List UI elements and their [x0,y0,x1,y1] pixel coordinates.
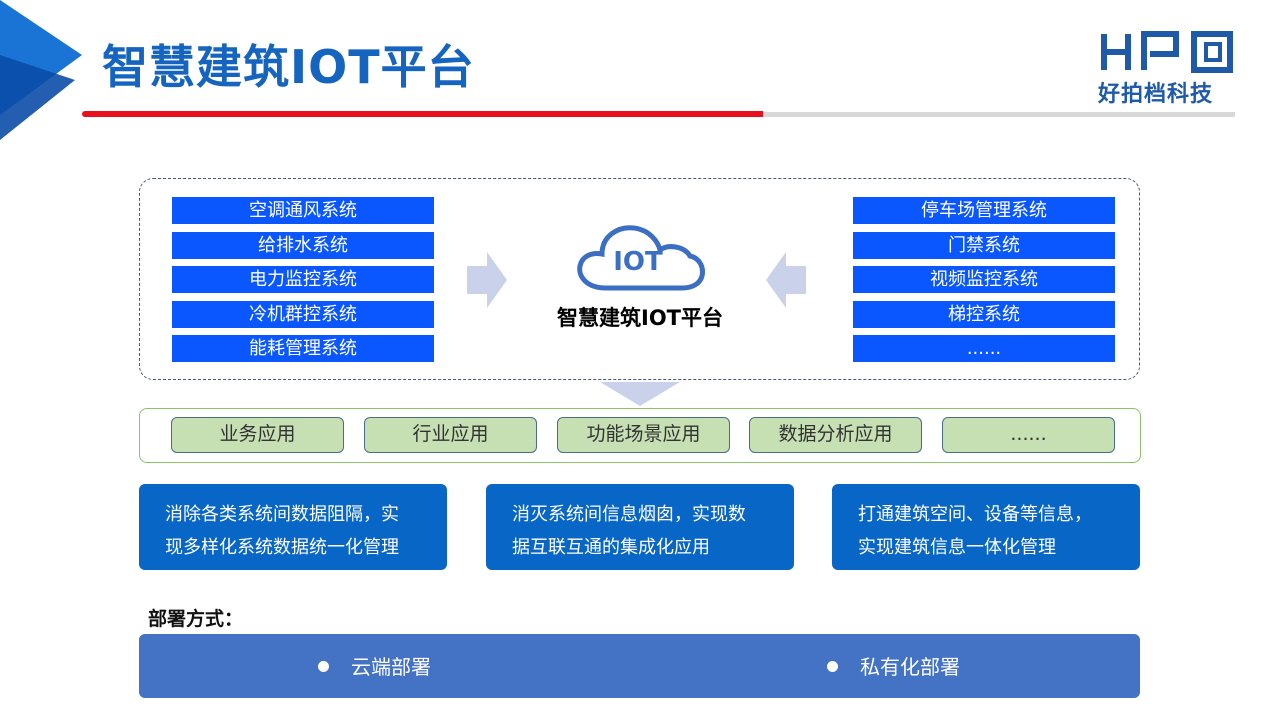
arrow-right-icon [467,252,507,308]
system-item: 空调通风系统 [172,197,434,224]
benefit-line: 消灭系统间信息烟囱，实现数 [512,504,746,525]
bullet-icon [827,661,838,672]
deployment-bar [139,634,1140,698]
company-logo: 好拍档科技 [1098,28,1238,108]
system-item: 冷机群控系统 [172,300,434,328]
benefit-line: 实现建筑信息一体化管理 [858,537,1056,558]
applications-frame [139,408,1141,463]
benefit-card: 消灭系统间信息烟囱，实现数 据互联互通的集成化应用 [486,484,794,570]
deployment-label: 部署方式： [148,608,244,630]
system-item: 停车场管理系统 [853,197,1115,224]
benefit-line: 现多样化系统数据统一化管理 [165,537,399,558]
deployment-option: 私有化部署 [827,655,960,679]
system-item: 视频监控系统 [853,266,1115,293]
system-item: 电力监控系统 [172,266,434,293]
deployment-option-label: 云端部署 [351,655,431,679]
title-underline-red [82,111,763,117]
benefit-line: 据互联互通的集成化应用 [512,537,710,558]
system-item: 门禁系统 [853,231,1115,259]
platform-label: 智慧建筑IOT平台 [557,306,723,330]
left-systems-list: 空调通风系统 给排水系统 电力监控系统 冷机群控系统 能耗管理系统 [172,197,434,370]
page-title: 智慧建筑IOT平台 [102,40,475,94]
application-item: 业务应用 [171,417,344,453]
benefit-line: 打通建筑空间、设备等信息， [858,504,1092,525]
systems-frame [139,178,1140,380]
arrow-left-icon [766,252,806,308]
cloud-label: IOT [613,247,663,277]
system-item: 能耗管理系统 [172,335,434,362]
bullet-icon [318,661,329,672]
deployment-option: 云端部署 [318,655,431,679]
logo-text: 好拍档科技 [1098,82,1214,107]
title-underline-gray [763,112,1235,117]
application-item: 数据分析应用 [749,417,922,453]
arrow-down-icon [600,382,680,406]
benefit-line: 消除各类系统间数据阻隔，实 [165,504,399,525]
benefit-card: 消除各类系统间数据阻隔，实 现多样化系统数据统一化管理 [139,484,447,570]
cloud-icon: IOT [577,225,705,291]
system-item: 给排水系统 [172,231,434,259]
hpd-logo-icon [1101,31,1233,73]
iot-platform-center: IOT 智慧建筑IOT平台 [540,222,740,332]
application-item: ...... [942,417,1115,453]
corner-decoration [0,0,82,140]
application-item: 行业应用 [364,417,537,453]
right-systems-list: 停车场管理系统 门禁系统 视频监控系统 梯控系统 ...... [853,197,1115,370]
deployment-option-label: 私有化部署 [860,655,960,679]
system-item: ...... [853,335,1115,362]
benefit-card: 打通建筑空间、设备等信息， 实现建筑信息一体化管理 [832,484,1140,570]
application-item: 功能场景应用 [557,417,730,453]
system-item: 梯控系统 [853,300,1115,328]
